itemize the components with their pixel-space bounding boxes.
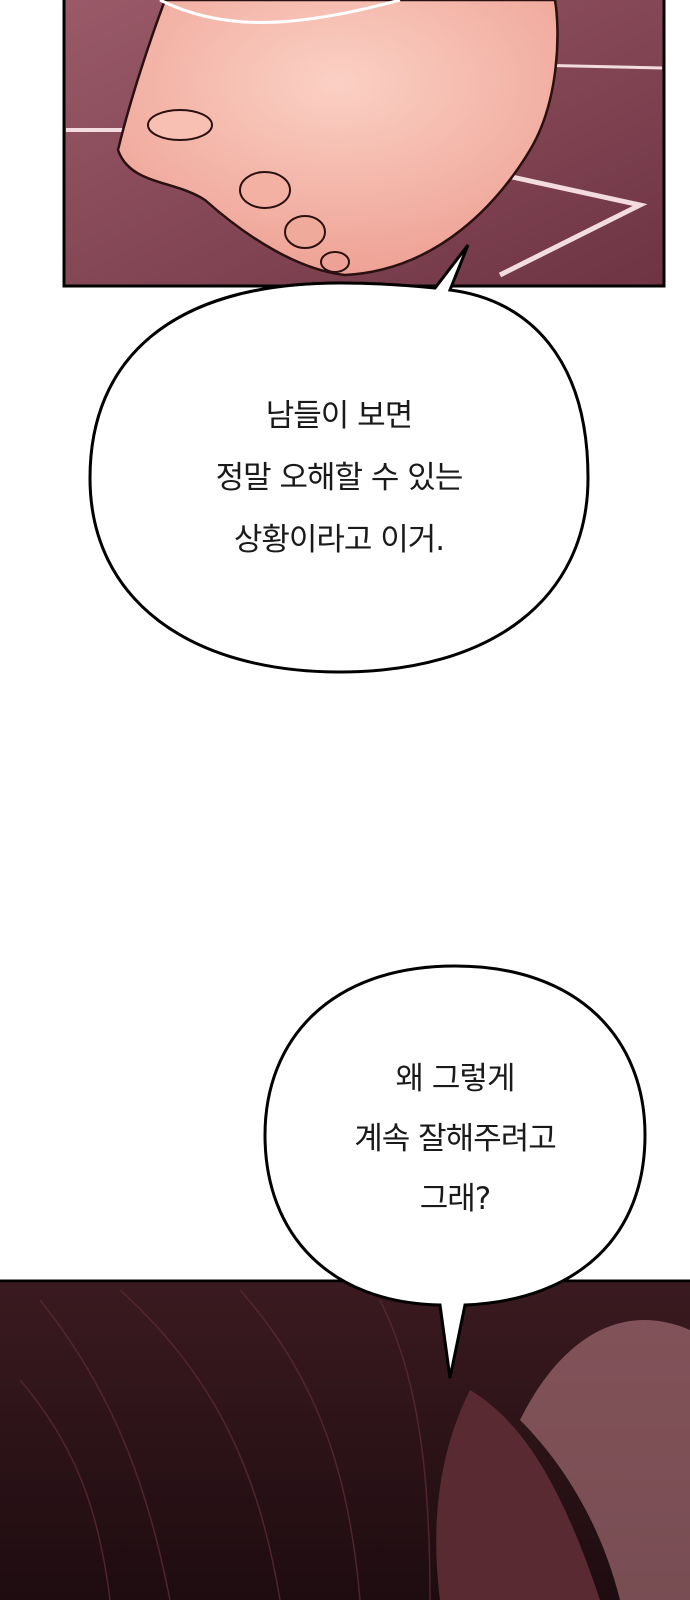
dialogue-line: 상황이라고 이거. — [233, 522, 445, 558]
dialogue-line: 남들이 보면 — [265, 398, 413, 434]
dialogue-line: 그래? — [419, 1181, 492, 1217]
speech-bubble-1 — [88, 244, 590, 674]
top-panel-foot — [62, 0, 666, 288]
speech-bubble-2 — [263, 964, 647, 1379]
dialogue-line: 왜 그렇게 — [395, 1061, 516, 1097]
speech-bubble-2-text: 왜 그렇게 계속 잘해주려고 그래? — [265, 1053, 645, 1253]
speech-bubble-1-text: 남들이 보면 정말 오해할 수 있는 상황이라고 이거. — [90, 390, 588, 590]
dialogue-line: 정말 오해할 수 있는 — [215, 460, 464, 496]
dialogue-line: 계속 잘해주려고 — [354, 1121, 557, 1157]
bottom-panel-hair — [0, 1279, 690, 1600]
